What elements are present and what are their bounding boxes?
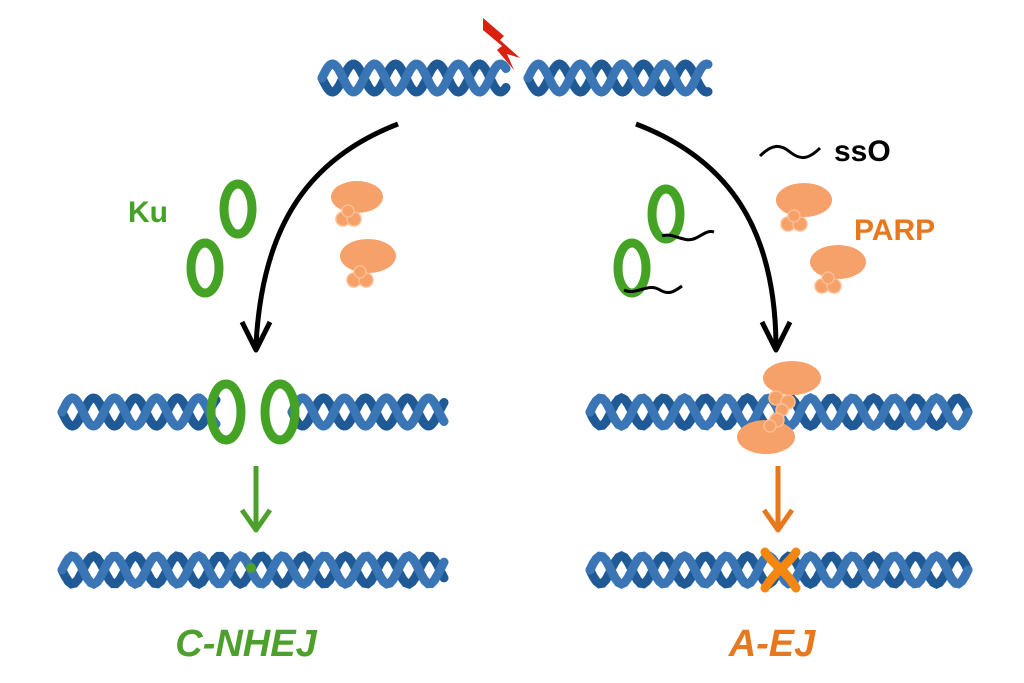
c-nhej-label: C-NHEJ: [175, 623, 317, 665]
dna-ku-bound: [57, 393, 449, 431]
ku-ring-with-sso-icon: [613, 238, 683, 298]
dna-double-strand-break: [317, 59, 713, 97]
dna-strand: [287, 393, 449, 431]
ku-ring-with-sso-icon: [647, 184, 715, 244]
right-pathway-arrow: [635, 121, 779, 346]
parp-protein-icon: [331, 181, 383, 227]
left-pathway-arrow: [253, 121, 399, 346]
parp-protein-icon: [810, 245, 866, 294]
sso-strand-icon: [758, 145, 822, 159]
ku-ring-icon: [186, 238, 224, 298]
ku-label: Ku: [128, 196, 168, 229]
dna-strand: [57, 393, 221, 431]
dna-strand: [317, 59, 511, 97]
lightning-bolt-icon: [483, 18, 520, 70]
dna-strand: [523, 59, 713, 97]
c-nhej-arrowhead: [239, 508, 273, 533]
right-arrowhead: [759, 320, 793, 353]
ku-ring-icon: [219, 179, 257, 239]
a-ej-label: A-EJ: [728, 623, 816, 665]
dna-strand: [57, 550, 449, 590]
a-ej-junction-mark: [760, 547, 801, 593]
ku-bound-to-dna-end: [206, 379, 246, 445]
dna-strand: [317, 59, 511, 97]
c-nhej-junction-mark: [246, 563, 256, 573]
parp-label: PARP: [854, 214, 935, 247]
dna-strand: [523, 59, 713, 97]
ku-bound-to-dna-end: [260, 379, 300, 445]
a-ej-arrowhead: [761, 508, 795, 533]
sso-label: ssO: [834, 135, 891, 168]
parp-bound-to-dna-break: [737, 361, 821, 454]
parp-protein-icon: [340, 239, 396, 288]
left-arrowhead: [239, 320, 273, 353]
parp-protein-icon: [776, 183, 832, 232]
